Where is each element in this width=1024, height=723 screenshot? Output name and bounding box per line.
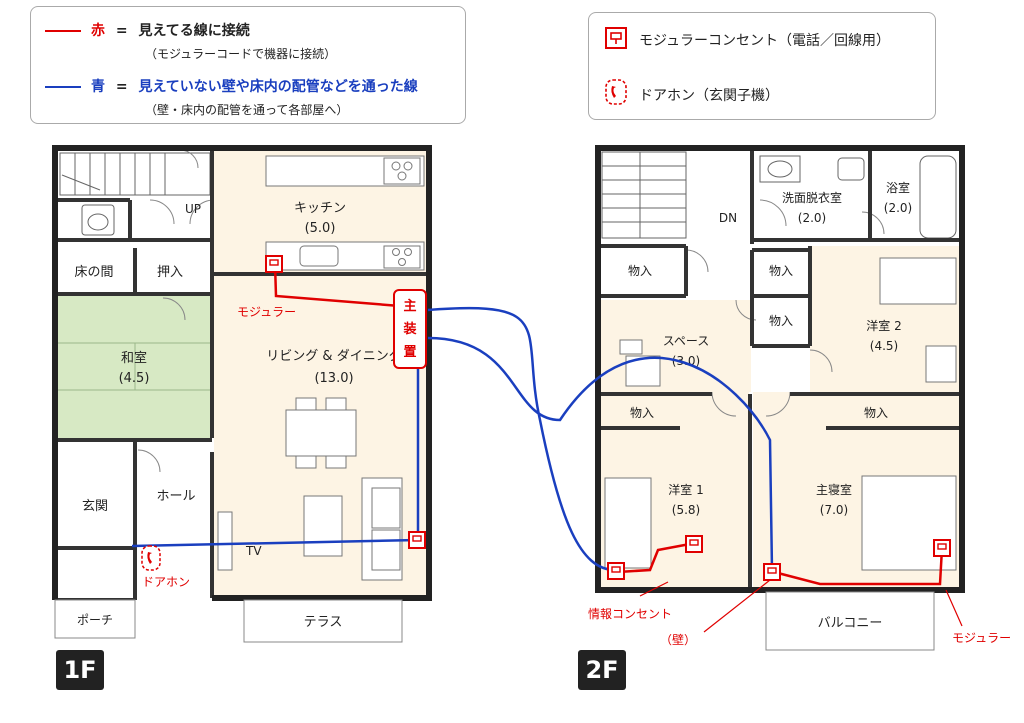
modular-outlet-icon bbox=[685, 535, 703, 553]
sofa bbox=[303, 477, 403, 581]
blue-legend-sub: （壁・床内の配管を通って各部屋へ） bbox=[145, 103, 349, 117]
blue-color-word: 青 bbox=[91, 79, 105, 95]
label-dn: DN bbox=[719, 211, 737, 225]
modular-outlets bbox=[265, 255, 951, 581]
label-storage-e: 物入 bbox=[864, 406, 888, 420]
annotation-wall: （壁） bbox=[660, 632, 696, 647]
kitchen-counter bbox=[265, 155, 425, 271]
label-senmen: 洗面脱衣室 bbox=[782, 190, 842, 205]
label-kitchen-size: (5.0) bbox=[305, 221, 336, 236]
label-living: リビング & ダイニング bbox=[266, 349, 401, 364]
leader-modular-2f bbox=[945, 589, 963, 627]
label-senmen-size: (2.0) bbox=[798, 211, 826, 225]
label-storage-c: 物入 bbox=[769, 314, 793, 328]
label-tv: TV bbox=[245, 544, 262, 558]
red-legend-row: 赤 = 見えてる線に接続 bbox=[91, 20, 250, 40]
label-storage-a: 物入 bbox=[628, 264, 652, 278]
floor1-plan: UP キッチン (5.0) 床の間 押入 和室 (4.5) リビング & ダイニ… bbox=[52, 145, 432, 643]
icon-legend: モジュラーコンセント（電話／回線用） ドアホン（玄関子機） bbox=[588, 12, 936, 120]
blue-legend-text: 見えていない壁や床内の配管などを通った線 bbox=[138, 79, 418, 95]
label-living-size: (13.0) bbox=[314, 371, 353, 386]
red-line-swatch bbox=[45, 30, 81, 32]
main-unit-char-3: 置 bbox=[403, 345, 416, 360]
label-washitsu-size: (4.5) bbox=[119, 371, 150, 386]
label-youshitsu1: 洋室 1 bbox=[668, 482, 703, 497]
floor2-plan: DN 洗面脱衣室 (2.0) 浴室 (2.0) 物入 物入 物入 スペース (3… bbox=[595, 145, 965, 651]
label-storage-d: 物入 bbox=[630, 406, 654, 420]
modular-outlet-icon bbox=[763, 563, 781, 581]
label-youshitsu2-size: (4.5) bbox=[870, 339, 898, 353]
blue-line-2f-room1 bbox=[427, 306, 616, 572]
modular-legend-text: モジュラーコンセント（電話／回線用） bbox=[639, 33, 891, 49]
floor2-exterior-walls bbox=[595, 145, 965, 593]
floor2-doors bbox=[685, 199, 885, 417]
annotation-modular-2f: モジュラー bbox=[952, 631, 1011, 645]
label-porch: ポーチ bbox=[77, 613, 113, 627]
label-youshitsu1-size: (5.8) bbox=[672, 503, 700, 517]
toilet bbox=[81, 204, 115, 236]
leader-info-outlet bbox=[639, 581, 669, 597]
annotation-doorphone: ドアホン bbox=[142, 575, 190, 589]
main-unit-char-2: 装 bbox=[402, 321, 416, 337]
doorphone-legend-text: ドアホン（玄関子機） bbox=[639, 88, 779, 104]
floor1-exterior-walls bbox=[52, 145, 432, 601]
dining-table bbox=[285, 397, 357, 469]
label-washitsu: 和室 bbox=[121, 350, 147, 366]
wiring bbox=[131, 263, 963, 633]
blue-line-2f-master bbox=[427, 336, 774, 571]
label-genkan: 玄関 bbox=[82, 499, 108, 514]
terrace-area bbox=[243, 599, 403, 643]
doorphone-icon bbox=[605, 79, 627, 105]
red-color-word: 赤 bbox=[91, 23, 105, 39]
modular-outlet-icon bbox=[607, 562, 625, 580]
bath-fixtures bbox=[759, 155, 957, 239]
label-yokushitsu: 浴室 bbox=[886, 180, 910, 195]
annotation-modular-1f: モジュラー bbox=[237, 305, 296, 319]
modular-outlet-icon bbox=[933, 539, 951, 557]
balcony-area bbox=[765, 591, 935, 651]
red-line-room1 bbox=[617, 542, 691, 574]
blue-legend-row: 青 = 見えていない壁や床内の配管などを通った線 bbox=[91, 76, 418, 96]
label-kitchen: キッチン bbox=[294, 201, 346, 216]
leader-wall bbox=[703, 579, 771, 633]
label-shushinshitsu: 主寝室 bbox=[816, 482, 852, 497]
label-balcony: バルコニー bbox=[818, 616, 883, 631]
floor2-label: 2F bbox=[578, 650, 626, 690]
tv-stand bbox=[217, 511, 233, 571]
red-eq: = bbox=[115, 23, 128, 39]
label-terrace: テラス bbox=[304, 615, 343, 630]
red-legend-text: 見えてる線に接続 bbox=[138, 23, 250, 39]
label-space-size: (3.0) bbox=[672, 354, 700, 368]
label-yokushitsu-size: (2.0) bbox=[884, 201, 912, 215]
label-shushinshitsu-size: (7.0) bbox=[820, 503, 848, 517]
label-hall: ホール bbox=[156, 489, 195, 504]
red-legend-sub: （モジュラーコードで機器に接続） bbox=[145, 47, 337, 61]
main-unit-box bbox=[393, 289, 427, 369]
label-youshitsu2: 洋室 2 bbox=[866, 318, 901, 333]
label-tokonoma: 床の間 bbox=[74, 265, 113, 280]
modular-outlet-icon bbox=[605, 27, 627, 49]
floor2-interior-walls bbox=[598, 150, 960, 590]
floor2-stairs bbox=[601, 151, 687, 239]
main-unit-char-1: 主 bbox=[403, 298, 416, 314]
red-line-kitchen bbox=[273, 263, 401, 308]
blue-line-doorphone bbox=[131, 538, 419, 548]
label-space: スペース bbox=[663, 334, 710, 348]
blue-eq: = bbox=[115, 79, 128, 95]
modular-outlet-icon bbox=[408, 531, 426, 549]
label-oshiire: 押入 bbox=[157, 265, 183, 280]
red-line-master bbox=[773, 547, 944, 586]
blue-line-swatch bbox=[45, 86, 81, 88]
label-up: UP bbox=[185, 202, 201, 216]
modular-outlet-icon bbox=[265, 255, 283, 273]
floor1-label: 1F bbox=[56, 650, 104, 690]
annotation-info-outlet: 情報コンセント bbox=[588, 607, 672, 621]
porch-area bbox=[54, 599, 136, 639]
label-storage-b: 物入 bbox=[769, 264, 793, 278]
line-legend: 赤 = 見えてる線に接続 （モジュラーコードで機器に接続） 青 = 見えていない… bbox=[30, 6, 466, 124]
doorphone-icon bbox=[141, 545, 161, 571]
